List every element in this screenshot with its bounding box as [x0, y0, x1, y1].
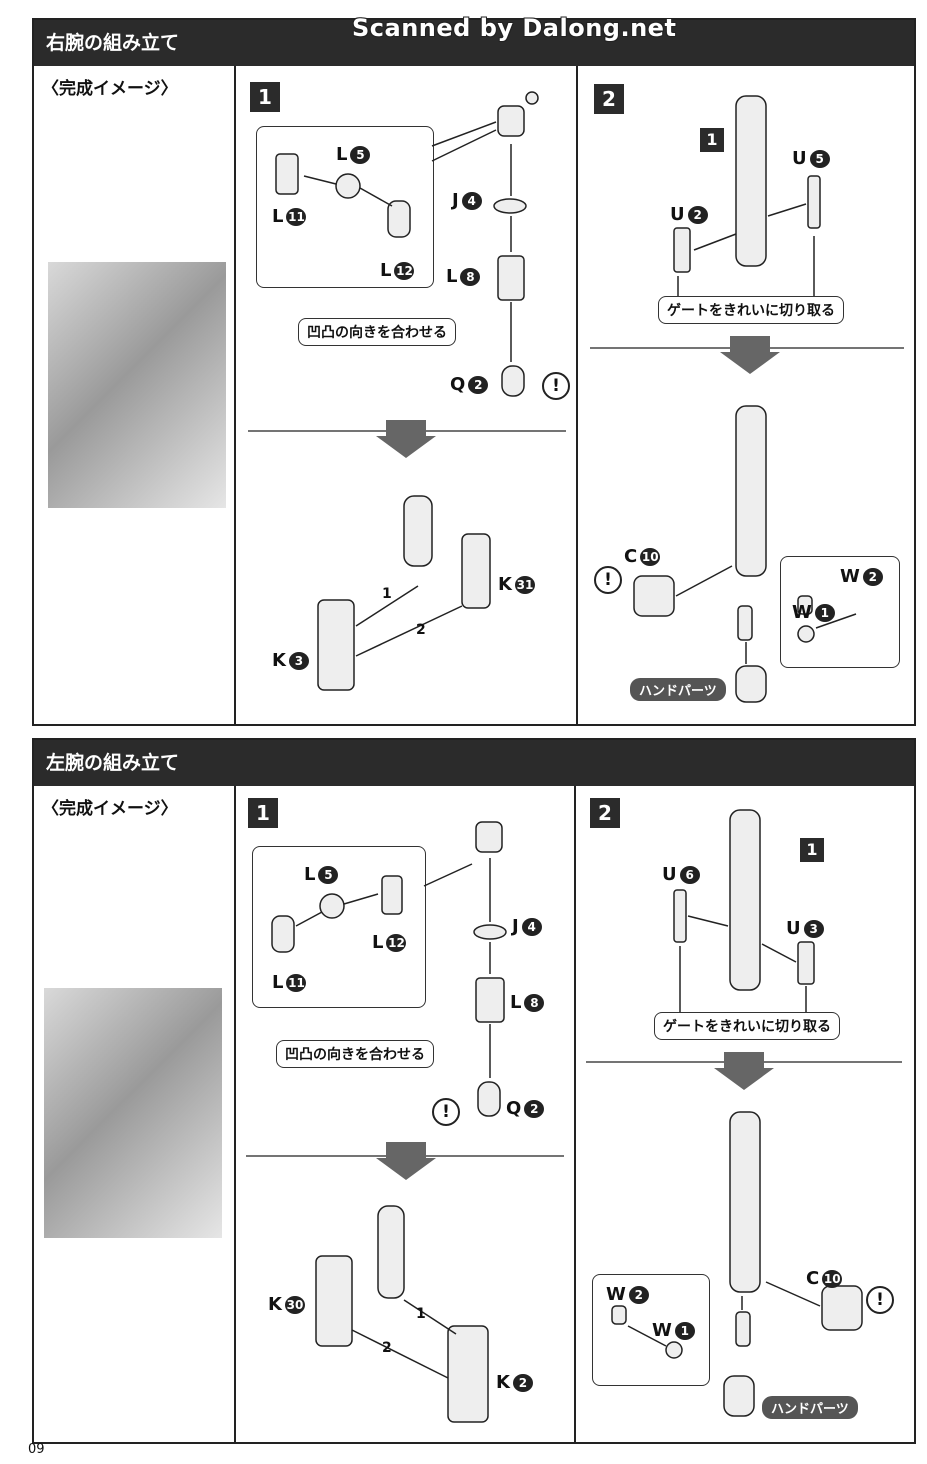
order-marker-2: 2	[416, 622, 426, 638]
left-arm-section: 左腕の組み立て 〈完成イメージ〉 1	[32, 738, 916, 1444]
step2-panel: 2 1	[576, 786, 914, 1442]
sub-step-number: 1	[800, 838, 824, 862]
step1-panel: 1	[236, 786, 576, 1442]
completion-image-panel: 〈完成イメージ〉	[34, 66, 236, 724]
bulb-joint-inset	[780, 556, 900, 668]
sub-assembly-inset	[256, 126, 434, 288]
order-marker-2: 2	[382, 1340, 392, 1356]
step1-diagram	[248, 91, 566, 691]
step-number: 1	[248, 798, 278, 828]
hand-parts-label: ハンドパーツ	[762, 1396, 858, 1419]
completion-image-panel: 〈完成イメージ〉	[34, 786, 236, 1442]
step1-diagram	[246, 821, 564, 1423]
sub-step-number: 1	[700, 128, 724, 152]
step2-diagram	[586, 809, 902, 1417]
step2-diagram	[590, 95, 904, 703]
bulb-joint-inset	[592, 1274, 710, 1386]
completion-image-label: 〈完成イメージ〉	[42, 79, 178, 99]
step-number: 2	[590, 798, 620, 828]
sub-assembly-inset	[252, 846, 426, 1008]
gate-callout: ゲートをきれいに切り取る	[654, 1012, 840, 1040]
completion-image-label: 〈完成イメージ〉	[42, 799, 178, 819]
align-callout: 凹凸の向きを合わせる	[276, 1040, 434, 1068]
gate-callout: ゲートをきれいに切り取る	[658, 296, 844, 324]
warning-icon: !	[542, 372, 570, 400]
warning-icon: !	[432, 1098, 460, 1126]
completion-photo	[48, 262, 226, 508]
hand-parts-label: ハンドパーツ	[630, 678, 726, 701]
section-title: 左腕の組み立て	[34, 740, 914, 786]
align-callout: 凹凸の向きを合わせる	[298, 318, 456, 346]
step2-panel: 2 1	[578, 66, 914, 724]
step-number: 2	[594, 84, 624, 114]
order-marker-1: 1	[416, 1306, 426, 1322]
section-title: 右腕の組み立て	[34, 20, 914, 66]
warning-icon: !	[866, 1286, 894, 1314]
page-number: 09	[28, 1442, 45, 1457]
watermark: Scanned by Dalong.net	[352, 14, 677, 42]
right-arm-section: 右腕の組み立て 〈完成イメージ〉 1	[32, 18, 916, 726]
step-number: 1	[250, 82, 280, 112]
completion-photo	[44, 988, 222, 1238]
step1-panel: 1	[236, 66, 578, 724]
warning-icon: !	[594, 566, 622, 594]
order-marker-1: 1	[382, 586, 392, 602]
